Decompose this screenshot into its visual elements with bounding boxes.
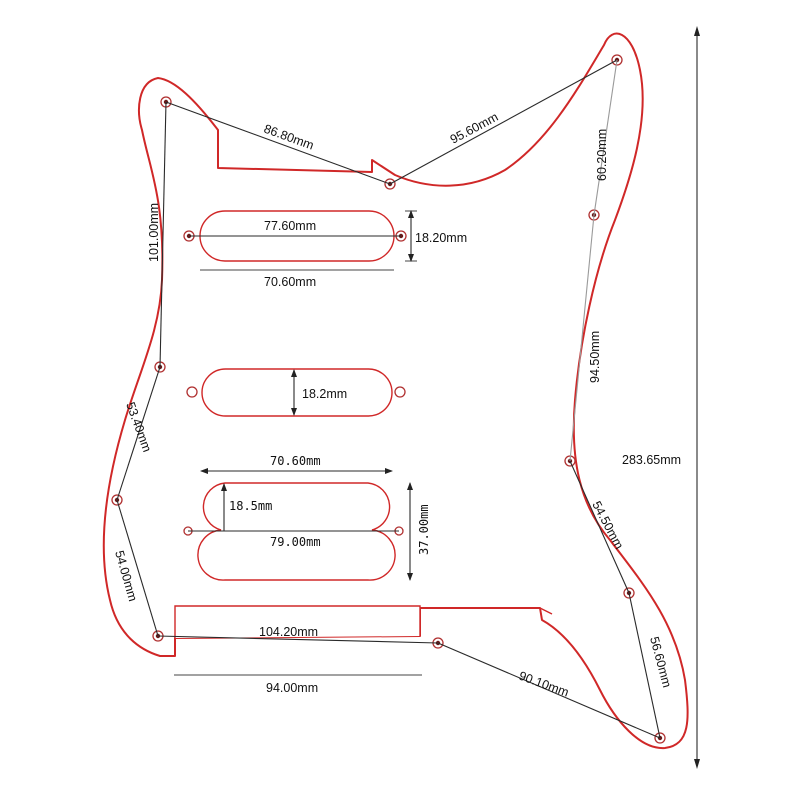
measure-bottom-left xyxy=(157,635,439,644)
bottom-edge-notch xyxy=(539,607,553,615)
label-pickup2-height: 18.2mm xyxy=(302,387,347,401)
measure-left-upper xyxy=(159,101,167,368)
measure-top-left xyxy=(165,101,391,185)
measure-left-middle xyxy=(116,366,161,501)
measure-right-bottom xyxy=(628,592,661,739)
label-bottom-right-edge: 90.10mm xyxy=(517,669,571,700)
label-humbucker-height: 37.00mm xyxy=(417,504,431,555)
pickup-hole xyxy=(186,386,198,398)
measure-left-lower xyxy=(116,499,159,637)
label-pickup1-height: 18.20mm xyxy=(415,231,467,245)
measure-bottom-right xyxy=(437,642,661,739)
measurement-lines xyxy=(116,30,698,765)
arrowhead xyxy=(407,573,413,581)
pickup-cavity-2 xyxy=(201,368,393,417)
arrowhead xyxy=(408,210,414,218)
arrowhead xyxy=(408,254,414,262)
label-humbucker-hole-span: 79.00mm xyxy=(270,535,321,549)
control-plate-edge xyxy=(174,605,421,638)
label-pickup1-width: 70.60mm xyxy=(264,275,316,289)
label-pickup1-hole-span: 77.60mm xyxy=(264,219,316,233)
label-right-middle: 94.50mm xyxy=(588,331,602,383)
arrowhead xyxy=(694,759,700,769)
arrowhead xyxy=(221,483,227,491)
arrowheads xyxy=(200,26,700,769)
label-bottom-width: 94.00mm xyxy=(266,681,318,695)
label-right-upper: 60.20mm xyxy=(595,129,609,181)
measure-top-right xyxy=(389,59,618,185)
arrowhead xyxy=(291,369,297,377)
measure-right-upper xyxy=(593,59,618,216)
pickup-hole xyxy=(394,386,406,398)
arrowhead xyxy=(385,468,393,474)
label-humbucker-width: 70.60mm xyxy=(270,454,321,468)
arrowhead xyxy=(407,482,413,490)
label-left-upper: 101.00mm xyxy=(147,203,161,262)
label-bottom-left-edge: 104.20mm xyxy=(259,625,318,639)
label-top-left-edge: 86.80mm xyxy=(262,122,316,153)
label-overall-height: 283.65mm xyxy=(622,453,681,467)
measure-right-lower xyxy=(569,460,630,594)
arrowhead xyxy=(200,468,208,474)
arrowhead xyxy=(694,26,700,36)
arrowhead xyxy=(291,408,297,416)
measure-right-middle xyxy=(569,214,595,462)
label-humbucker-half-height: 18.5mm xyxy=(229,499,272,513)
